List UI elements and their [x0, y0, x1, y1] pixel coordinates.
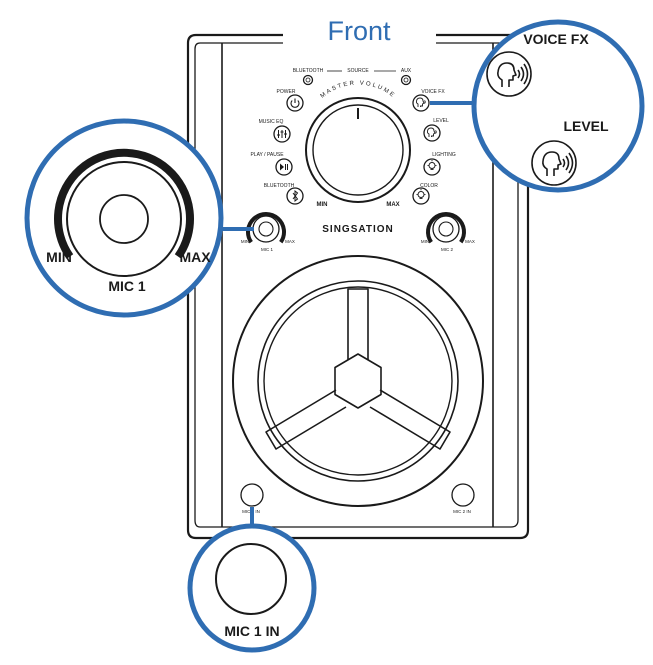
- color-button[interactable]: [412, 187, 430, 205]
- voice-fx-label: VOICE FX: [421, 89, 445, 95]
- bulb-icon: [416, 189, 426, 199]
- voice-icon: [426, 127, 437, 137]
- bluetooth-icon: [292, 189, 299, 203]
- source-aux-label: AUX: [401, 68, 412, 74]
- level-label: LEVEL: [433, 118, 449, 124]
- woofer: [232, 255, 484, 507]
- right-button-column: VOICE FX LEVEL LIGHTING COLOR: [412, 89, 456, 205]
- voice-icon: [497, 62, 529, 87]
- mic2-input-jack[interactable]: MIC 2 IN: [451, 483, 475, 514]
- left-button-column: POWER MUSIC EQ PLAY / PAUSE BLUE: [250, 89, 304, 205]
- mic1-callout-max: MAX: [179, 249, 211, 265]
- mic1-jack-callout: MIC 1 IN: [187, 507, 317, 653]
- source-label: SOURCE: [347, 68, 369, 74]
- source-aux-led: [400, 74, 412, 86]
- woofer-spokes: [265, 288, 451, 450]
- source-bluetooth-led: [302, 74, 314, 86]
- mic1-knob-callout: MIN MAX MIC 1: [24, 118, 254, 318]
- voice-fx-button[interactable]: [412, 94, 430, 112]
- voice-icon: [542, 151, 574, 176]
- voice-fx-callout-button: [486, 51, 532, 97]
- music-eq-button[interactable]: [273, 125, 291, 143]
- lighting-button[interactable]: [423, 158, 441, 176]
- voice-icon: [415, 97, 426, 107]
- source-bluetooth-label: BLUETOOTH: [293, 68, 324, 74]
- play-pause-button[interactable]: [275, 158, 293, 176]
- power-label: POWER: [277, 89, 296, 95]
- mic1-volume-knob[interactable]: MIN MAX MIC 1: [241, 212, 295, 252]
- mic1-max-label: MAX: [285, 239, 295, 244]
- mic1-name-label: MIC 1: [261, 247, 273, 252]
- mic1-callout-min: MIN: [46, 249, 72, 265]
- voice-fx-callout-label: VOICE FX: [523, 31, 589, 47]
- voice-fx-level-callout: VOICE FX LEVEL: [430, 19, 645, 193]
- mic2-jack-label: MIC 2 IN: [453, 509, 471, 514]
- level-callout-button: [531, 140, 577, 186]
- level-callout-label: LEVEL: [563, 118, 609, 134]
- play-pause-label: PLAY / PAUSE: [250, 152, 284, 158]
- master-volume-max: MAX: [386, 202, 399, 208]
- bluetooth-button[interactable]: [286, 187, 304, 205]
- diagram-title: Front: [327, 16, 391, 46]
- equalizer-icon: [277, 130, 287, 138]
- brand-label: SINGSATION: [322, 224, 393, 235]
- bulb-icon: [427, 160, 437, 170]
- mic2-name-label: MIC 2: [441, 247, 453, 252]
- lighting-label: LIGHTING: [432, 152, 456, 158]
- mic1-callout-name: MIC 1: [108, 278, 146, 294]
- master-volume-min: MIN: [317, 202, 328, 208]
- music-eq-label: MUSIC EQ: [259, 119, 284, 125]
- mic2-volume-knob[interactable]: MIN MAX MIC 2: [421, 212, 475, 252]
- master-volume-knob[interactable]: MASTER VOLUME MIN MAX: [305, 81, 411, 208]
- mic2-max-label: MAX: [465, 239, 475, 244]
- level-button[interactable]: [423, 124, 441, 142]
- mic1-min-label: MIN: [241, 239, 249, 244]
- master-volume-label: MASTER VOLUME: [320, 81, 397, 100]
- mic1-jack-callout-label: MIC 1 IN: [224, 623, 279, 639]
- mic2-min-label: MIN: [421, 239, 429, 244]
- power-icon: [290, 98, 300, 108]
- play-pause-icon: [280, 163, 288, 171]
- power-button[interactable]: [286, 94, 304, 112]
- color-label: COLOR: [420, 183, 438, 189]
- source-selector: BLUETOOTH SOURCE AUX: [293, 68, 412, 86]
- bluetooth-label: BLUETOOTH: [264, 183, 295, 189]
